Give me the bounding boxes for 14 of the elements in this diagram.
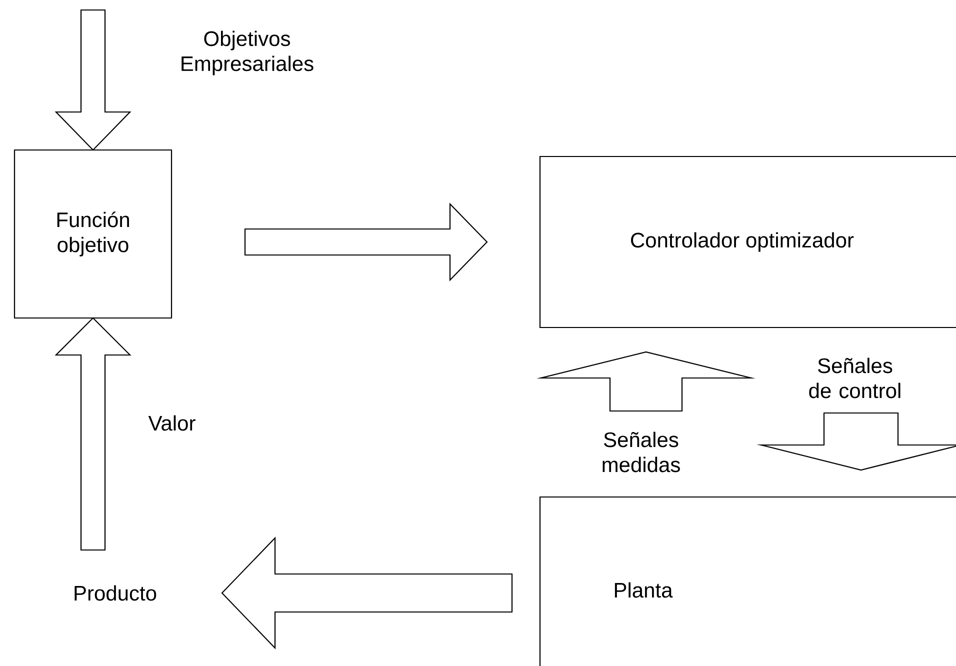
process-box: Función objetivo bbox=[14, 149, 172, 319]
block-arrow bbox=[244, 202, 488, 282]
process-box: Controlador optimizador bbox=[539, 156, 956, 328]
block-arrow bbox=[756, 412, 956, 471]
edge-label: Señales medidas bbox=[602, 432, 680, 472]
edge-label: Señales de control bbox=[809, 358, 900, 398]
block-arrow bbox=[536, 351, 756, 412]
block-arrow bbox=[221, 536, 513, 650]
block-arrow bbox=[54, 9, 132, 151]
block-arrow bbox=[54, 317, 132, 551]
output-text: Producto bbox=[74, 585, 156, 601]
process-box: Planta bbox=[539, 496, 956, 666]
edge-label: Valor bbox=[148, 415, 196, 431]
edge-label: Objetivos Empresariales bbox=[182, 30, 314, 76]
